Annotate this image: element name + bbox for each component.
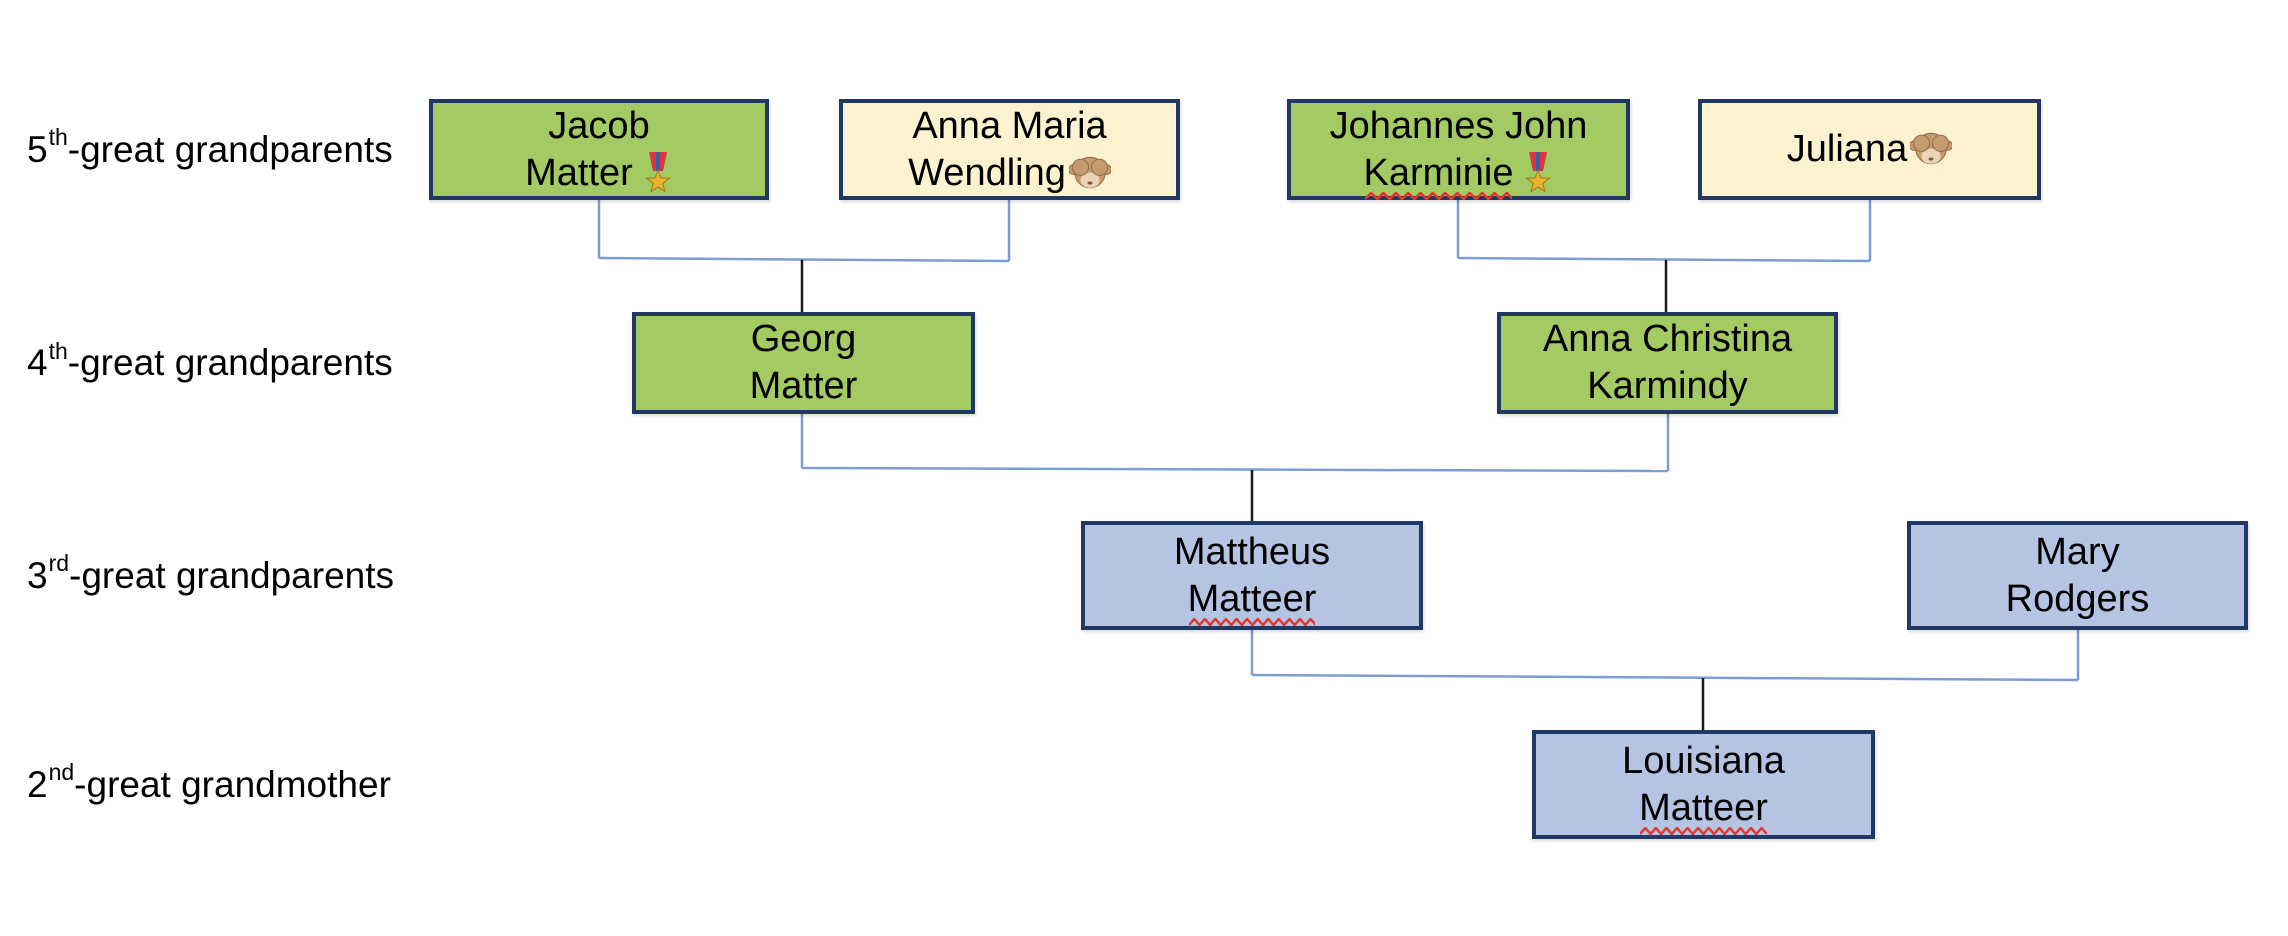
- person-name-line2: Matteer: [1639, 785, 1768, 835]
- person-node-mattheus-matteer[interactable]: Mattheus Matteer: [1081, 521, 1423, 630]
- generation-number: 2: [27, 763, 48, 805]
- person-name-line1: Mary: [2035, 530, 2120, 573]
- person-name-line1: Georg: [750, 318, 857, 360]
- military-medal-icon: [1523, 149, 1553, 197]
- person-node-anna-maria-wendling[interactable]: Anna Maria Wendling: [839, 99, 1180, 200]
- person-name-line2: Karminie: [1364, 150, 1513, 200]
- ordinal-suffix: th: [48, 337, 68, 364]
- see-no-evil-monkey-icon: [1910, 130, 1953, 169]
- person-node-jacob-matter[interactable]: Jacob Matter: [429, 99, 769, 200]
- generation-text: -great grandmother: [74, 763, 391, 805]
- spellcheck-squiggle: [1364, 191, 1513, 200]
- person-name-line2: Karmindy: [1587, 365, 1748, 407]
- spellcheck-squiggle: [1188, 617, 1316, 626]
- person-name-line1: Mattheus: [1173, 530, 1331, 573]
- generation-number: 5: [27, 128, 48, 170]
- person-name-line1: Anna Maria: [912, 104, 1107, 147]
- person-name-line1: Johannes John: [1329, 104, 1588, 147]
- spellcheck-squiggle: [1640, 826, 1767, 835]
- generation-text: -great grandparents: [67, 128, 393, 170]
- person-node-juliana[interactable]: Juliana: [1698, 99, 2041, 200]
- person-node-mary-rodgers[interactable]: Mary Rodgers: [1907, 521, 2248, 630]
- connector-family-jacob-wendling: [597, 200, 1011, 263]
- connector-family-georg-anna-christina: [800, 414, 1670, 473]
- generation-text: -great grandparents: [69, 554, 395, 596]
- person-name-line1: Louisiana: [1622, 739, 1785, 782]
- person-name-line2: Matter: [525, 151, 633, 194]
- ordinal-suffix: rd: [48, 550, 70, 576]
- see-no-evil-monkey-icon: [1068, 154, 1111, 193]
- generation-number: 4: [27, 342, 48, 383]
- connector-family-mattheus-mary: [1250, 630, 2080, 682]
- generation-number: 3: [27, 554, 48, 596]
- ordinal-suffix: nd: [48, 759, 75, 785]
- person-name-line2: Matter: [749, 365, 858, 407]
- military-medal-icon: [643, 149, 673, 197]
- person-name-line1: Anna Christina: [1542, 318, 1793, 360]
- person-node-anna-christina-karmindy[interactable]: Anna Christina Karmindy: [1497, 312, 1838, 414]
- person-name-line1: Juliana: [1786, 128, 1908, 170]
- person-node-johannes-john-karminie[interactable]: Johannes John Karminie: [1287, 99, 1630, 200]
- generation-text: -great grandparents: [67, 342, 393, 383]
- person-name-line2: Matteer: [1188, 576, 1316, 626]
- person-node-georg-matter[interactable]: Georg Matter: [632, 312, 975, 414]
- connector-family-johannes-juliana: [1456, 200, 1872, 263]
- person-name-line1: Jacob: [548, 104, 650, 147]
- ordinal-suffix: th: [48, 124, 68, 150]
- person-node-louisiana-matteer[interactable]: Louisiana Matteer: [1532, 730, 1875, 839]
- person-name-line2: Rodgers: [2005, 577, 2150, 620]
- person-name-line2: Wendling: [908, 151, 1066, 194]
